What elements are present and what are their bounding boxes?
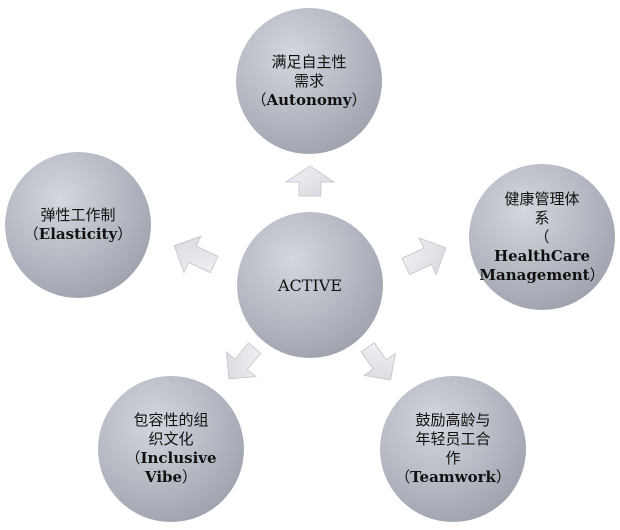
node-teamwork-line: 鼓励高龄与 [415,411,491,429]
node-healthcare-line: 健康管理体 [504,189,580,208]
node-elasticity-english: （Elasticity） [23,225,133,243]
node-healthcare: 健康管理体 系 （ HealthCare Management） [469,164,615,310]
node-autonomy-english: （Autonomy） [251,90,367,109]
node-inclusive-english: （Inclusive [125,449,217,467]
node-inclusive-line: 包容性的组 [133,411,209,429]
node-autonomy-line: 需求 [293,71,324,90]
node-autonomy-label: 满足自主性 需求 （Autonomy） [251,53,366,110]
node-elasticity-line: 弹性工作制 [40,206,116,224]
node-inclusive-line: 织文化 [148,430,194,448]
node-teamwork-line: 年轻员工合 [415,430,491,448]
node-inclusive: 包容性的组 织文化 （Inclusive Vibe） [98,376,244,522]
node-healthcare-line: 系 [534,208,550,227]
node-healthcare-english-line2: Management） [479,265,605,284]
node-teamwork-label: 鼓励高龄与 年轻员工合 作 （Teamwork） [395,411,511,487]
node-elasticity: 弹性工作制 （Elasticity） [5,152,151,298]
node-autonomy-line: 满足自主性 [271,52,347,71]
arrow-to-healthcare [401,237,447,276]
node-healthcare-label: 健康管理体 系 （ HealthCare Management） [479,190,604,285]
center-label: ACTIVE [277,275,343,295]
node-elasticity-label: 弹性工作制 （Elasticity） [24,206,132,244]
node-autonomy: 满足自主性 需求 （Autonomy） [236,8,382,154]
node-inclusive-label: 包容性的组 织文化 （Inclusive Vibe） [125,411,216,487]
node-teamwork: 鼓励高龄与 年轻员工合 作 （Teamwork） [380,376,526,522]
arrow-to-inclusive [225,342,262,380]
center-node: ACTIVE [237,212,383,358]
node-teamwork-english: （Teamwork） [395,468,511,486]
arrow-to-autonomy [284,165,336,197]
node-teamwork-line: 作 [445,449,461,467]
node-healthcare-english: HealthCare [493,246,591,265]
arrow-to-teamwork [360,341,396,381]
node-healthcare-paren-open: （ [534,227,550,246]
arrow-to-elasticity [173,235,219,274]
node-inclusive-english-line2: Vibe） [144,468,198,486]
